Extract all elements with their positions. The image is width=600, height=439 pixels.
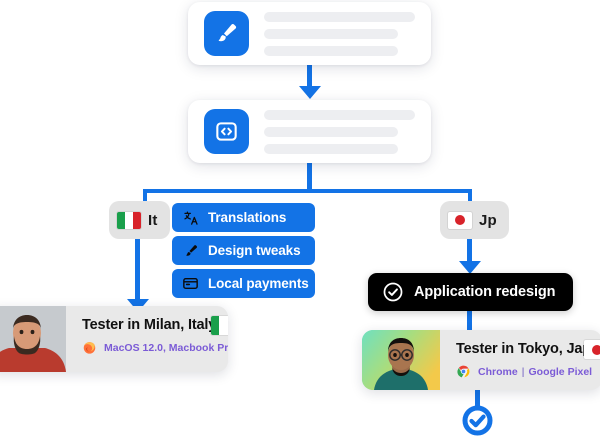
skeleton-line [264, 126, 399, 137]
avatar [0, 306, 66, 372]
country-badge-japan-label: Jp [479, 211, 497, 229]
skeleton-line [264, 143, 399, 154]
feature-pill-design-tweaks[interactable]: Design tweaks [172, 236, 315, 265]
paintbrush-icon [204, 11, 249, 56]
tester-device: MacOS 12.0, Macbook Pro [104, 341, 228, 354]
country-badge-italy-label: It [148, 211, 158, 229]
feature-pill-local-payments-label: Local payments [208, 276, 309, 291]
connector-task-to-tester [467, 306, 472, 332]
feature-pill-translations[interactable]: Translations [172, 203, 315, 232]
code-card-skeleton [264, 109, 415, 154]
connector-code-trunk [307, 163, 312, 192]
flag-italy-icon [210, 316, 228, 335]
tester-device: Chrome | Google Pixel [478, 366, 592, 378]
feature-pill-translations-label: Translations [208, 210, 287, 225]
task-pill-application-redesign[interactable]: Application redesign [368, 273, 574, 311]
credit-card-icon [182, 275, 199, 292]
connector-bus-to-italy [143, 189, 147, 203]
arrow-head-japan-to-task [458, 261, 481, 274]
connector-japan-to-task [467, 239, 472, 263]
tester-card-tokyo[interactable]: Tester in Tokyo, Japan Chrome | Goog [362, 330, 600, 390]
feature-pill-group: Translations Design tweaks Local payment… [172, 203, 315, 298]
flag-japan-icon [448, 211, 472, 229]
design-document-card[interactable] [188, 2, 431, 65]
tester-device-name: Google Pixel [528, 365, 593, 378]
tester-card-milan[interactable]: Tester in Milan, Italy MacOS 12.0, Macbo… [0, 306, 228, 372]
firefox-icon [82, 340, 97, 355]
connector-tester-to-completion [475, 389, 480, 410]
flag-japan-icon [583, 340, 600, 359]
tester-card-tokyo-body: Tester in Tokyo, Japan Chrome | Goog [440, 330, 600, 390]
design-card-skeleton [264, 11, 415, 56]
arrow-head-design-to-code [298, 86, 321, 99]
tester-browser: Chrome [478, 365, 518, 378]
flag-italy-icon [117, 211, 141, 229]
skeleton-line [264, 45, 399, 56]
tester-meta: MacOS 12.0, Macbook Pro [82, 340, 228, 355]
tester-card-milan-body: Tester in Milan, Italy MacOS 12.0, Macbo… [66, 306, 228, 372]
feature-pill-design-tweaks-label: Design tweaks [208, 243, 301, 258]
tester-meta: Chrome | Google Pixel [456, 364, 600, 379]
connector-design-to-code [307, 60, 312, 88]
avatar [362, 330, 440, 390]
connector-italy-to-tester [135, 239, 140, 301]
task-pill-label: Application redesign [414, 284, 556, 300]
check-circle-icon [382, 281, 404, 303]
code-brackets-icon [204, 109, 249, 154]
country-badge-italy[interactable]: It [109, 201, 170, 239]
chrome-icon [456, 364, 471, 379]
code-document-card[interactable] [188, 100, 431, 163]
tester-name: Tester in Tokyo, Japan [456, 341, 600, 357]
skeleton-line [264, 109, 415, 120]
connector-branch-bus [143, 189, 472, 193]
skeleton-line [264, 28, 399, 39]
country-badge-japan[interactable]: Jp [440, 201, 509, 239]
translate-icon [182, 209, 199, 226]
feature-pill-local-payments[interactable]: Local payments [172, 269, 315, 298]
skeleton-line [264, 11, 415, 22]
paintbrush-icon [182, 242, 199, 259]
connector-bus-to-japan [468, 189, 472, 203]
tester-meta-separator: | [521, 365, 525, 378]
completion-check-icon [461, 404, 494, 439]
tester-name: Tester in Milan, Italy [82, 317, 217, 333]
